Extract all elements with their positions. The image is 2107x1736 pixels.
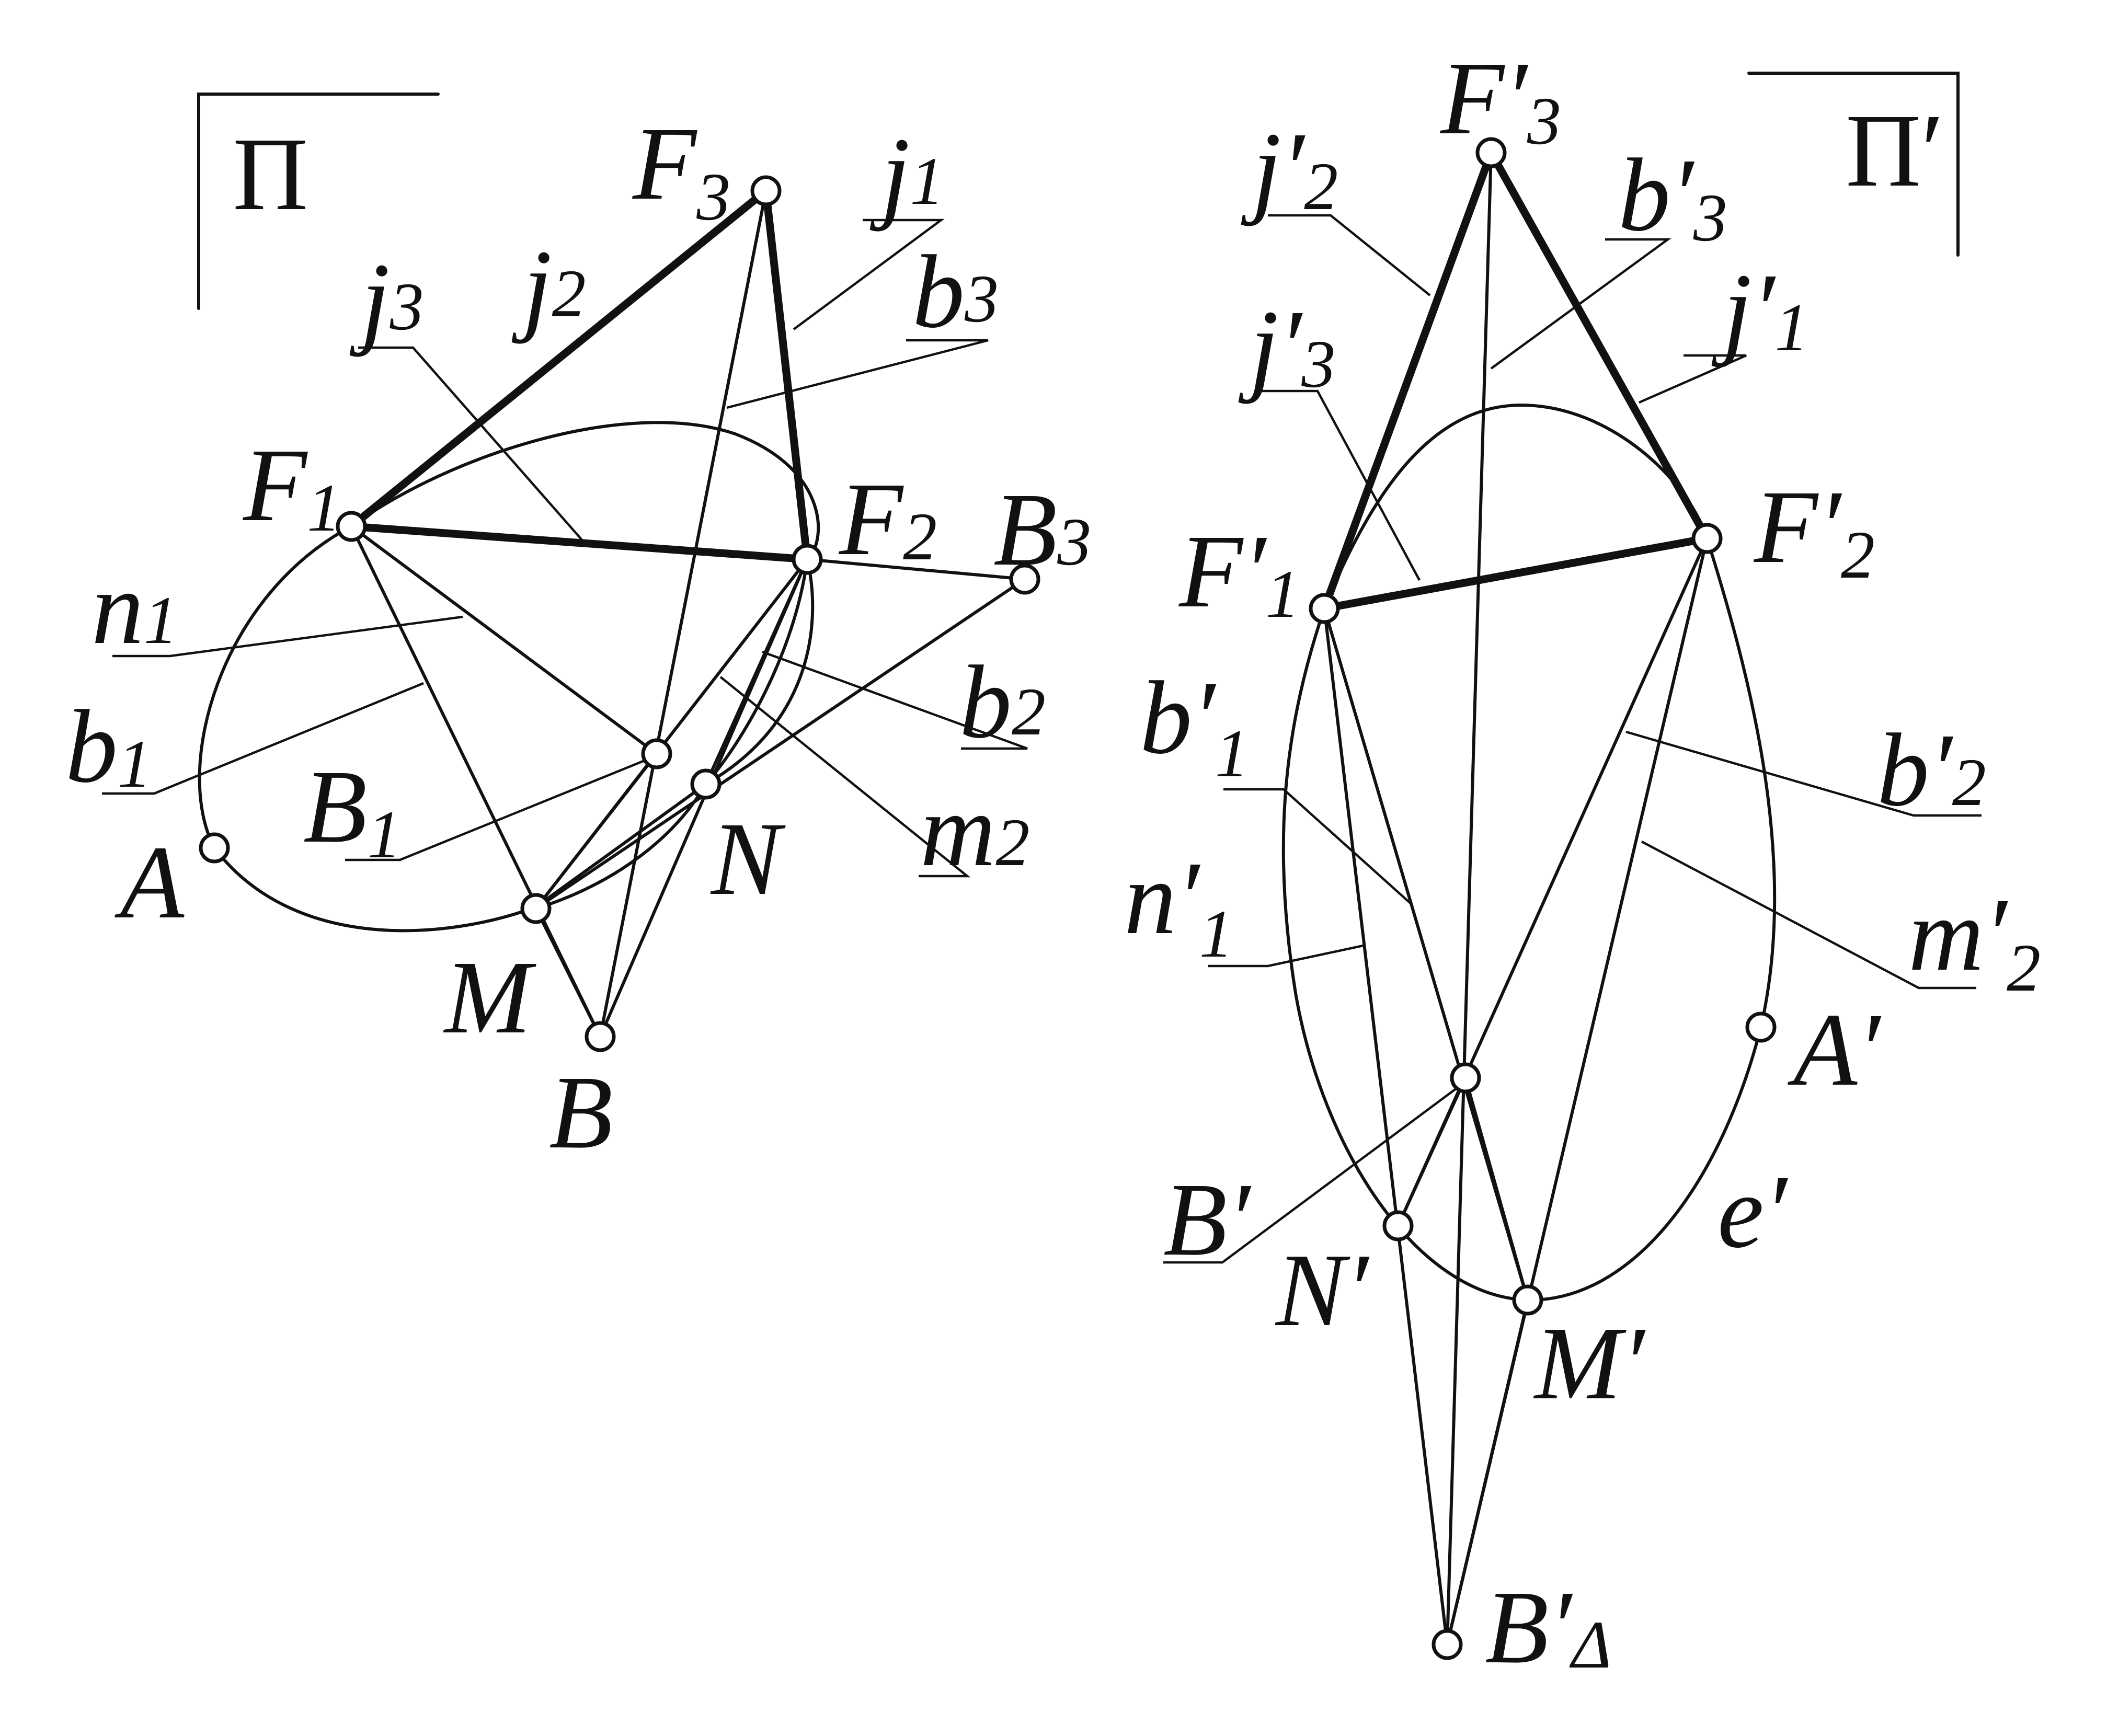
- label-b1-prime: b′1: [1140, 660, 1249, 791]
- label-F3-prime: F′3: [1439, 41, 1561, 159]
- label-B3: B3: [993, 472, 1091, 588]
- label-M-prime: M′: [1533, 1306, 1646, 1421]
- label-F1: F1: [242, 428, 341, 546]
- focal-triangle-left: [347, 187, 811, 564]
- right-panel: Π′: [1124, 41, 2041, 1685]
- label-N-prime: N′: [1275, 1233, 1370, 1348]
- point-F3-prime: [1475, 137, 1507, 168]
- point-M-prime: [1512, 1284, 1543, 1316]
- label-b3-prime: b′3: [1618, 137, 1727, 256]
- label-A-prime: A′: [1788, 992, 1882, 1108]
- point-A: [199, 832, 230, 864]
- label-j1-prime: j′1: [1711, 252, 1808, 368]
- label-j2: j2: [511, 229, 586, 344]
- plane-label-right: Π′: [1846, 93, 1944, 209]
- label-B-delta-prime: B′Δ: [1485, 1570, 1611, 1685]
- point-F2: [792, 544, 823, 575]
- point-F3: [750, 175, 782, 206]
- label-F2: F2: [838, 462, 937, 577]
- point-F1-prime: [1309, 593, 1340, 624]
- label-F3: F3: [632, 106, 730, 235]
- plane-frame-left: [197, 93, 440, 310]
- point-F1: [336, 511, 367, 542]
- label-B1: B1: [303, 749, 401, 872]
- label-m2-prime: m′2: [1908, 877, 2041, 1006]
- label-b2: b2: [959, 645, 1046, 760]
- construction-lines-right: [1323, 151, 1709, 1646]
- label-N: N: [710, 801, 786, 917]
- label-M: M: [443, 940, 536, 1055]
- label-b3: b3: [912, 234, 999, 350]
- point-B-prime: [1450, 1062, 1481, 1094]
- point-B-delta-prime: [1432, 1629, 1463, 1660]
- point-N: [690, 768, 722, 800]
- plane-frame-right: [1747, 72, 1960, 257]
- labels-right: F′3 j′2 b′3 j′1 j′3 F′2 F′1 b′1 b′2 n′1 …: [1124, 41, 2041, 1685]
- point-B3: [1009, 564, 1040, 595]
- label-m2: m2: [920, 773, 1029, 888]
- label-j3-prime: j′3: [1238, 289, 1335, 405]
- point-B1: [641, 738, 672, 769]
- label-B-prime: B′: [1163, 1162, 1252, 1278]
- point-N-prime: [1382, 1210, 1414, 1241]
- point-A-prime: [1745, 1011, 1777, 1043]
- plane-label-left: Π: [233, 117, 308, 232]
- leader-lines-left: [102, 219, 1028, 878]
- points-right: [1309, 137, 1777, 1660]
- label-j2-prime: j′2: [1241, 111, 1338, 227]
- leader-lines-right: [1163, 214, 1982, 1264]
- label-n1-prime: n′1: [1124, 841, 1233, 972]
- label-j3: j3: [349, 242, 424, 358]
- point-M: [520, 893, 552, 924]
- point-F2-prime: [1691, 523, 1723, 554]
- label-F1-prime: F′1: [1178, 514, 1300, 632]
- label-e-prime: e′: [1717, 1154, 1789, 1270]
- label-n1: n1: [91, 550, 178, 666]
- conic-curve-right: [1281, 403, 1777, 1302]
- point-B: [585, 1021, 616, 1052]
- points-left: [199, 175, 1040, 1052]
- label-b1: b1: [65, 689, 152, 804]
- labels-left: F3 j1 j2 j3 b3 F1 F2 B3 n1 b1 b2 B1 m2 A…: [65, 106, 1091, 1170]
- label-j1: j1: [869, 117, 944, 232]
- left-panel: Π: [65, 93, 1091, 1170]
- label-F2-prime: F′2: [1753, 469, 1875, 593]
- label-B: B: [549, 1055, 613, 1170]
- label-b2-prime: b′2: [1877, 712, 1986, 828]
- focal-triangle-right: [1320, 148, 1711, 613]
- label-A: A: [114, 825, 185, 940]
